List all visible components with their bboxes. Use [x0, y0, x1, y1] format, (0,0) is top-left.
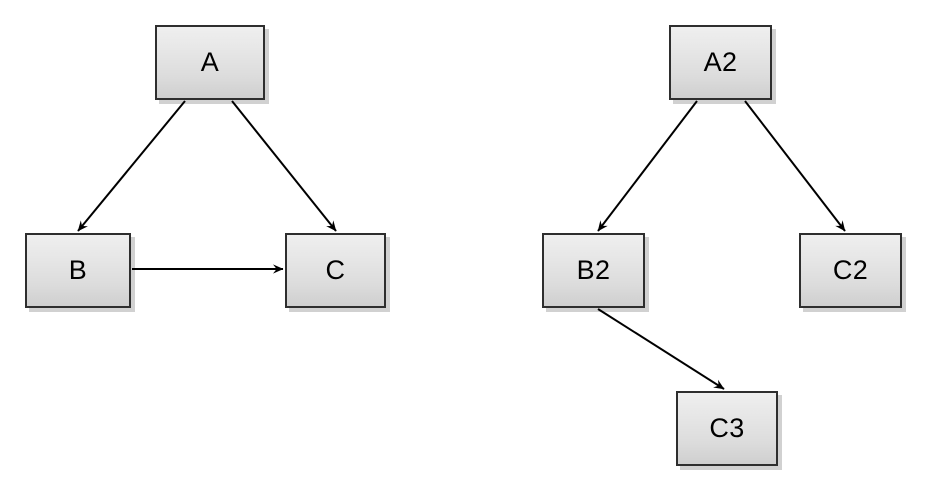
node-c3[interactable]: C3 [676, 391, 778, 466]
edge-a2-to-b2 [597, 100, 698, 232]
node-label: A2 [703, 47, 738, 77]
node-c[interactable]: C [285, 233, 386, 308]
node-c2[interactable]: C2 [799, 233, 902, 308]
edge-a-to-c [231, 100, 337, 232]
node-b2[interactable]: B2 [542, 233, 645, 308]
node-b[interactable]: B [25, 233, 131, 308]
node-label: B2 [576, 255, 611, 285]
edge-a2-to-c2 [744, 100, 846, 232]
node-label: B [68, 255, 88, 285]
node-a[interactable]: A [155, 25, 265, 100]
node-label: C [325, 255, 346, 285]
node-a2[interactable]: A2 [669, 25, 772, 100]
edges [77, 100, 846, 390]
edge-b2-to-c3 [597, 308, 725, 390]
node-label: C2 [832, 255, 869, 285]
edge-a-to-b [77, 100, 186, 232]
node-label: C3 [709, 413, 745, 443]
node-label: A [200, 47, 220, 77]
